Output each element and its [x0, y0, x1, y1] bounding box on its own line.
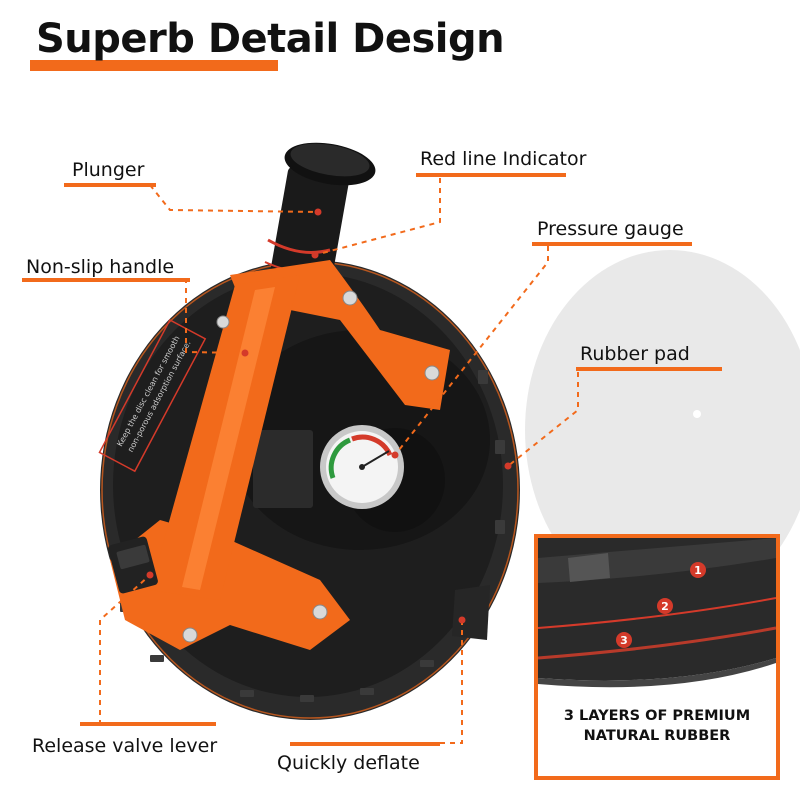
layer-marker-1-label: 1: [694, 564, 702, 577]
inset-caption-line2: NATURAL RUBBER: [583, 728, 731, 744]
page-title: Superb Detail Design: [36, 16, 505, 62]
callout-pressure-gauge-bar: [532, 242, 692, 246]
rubber-layers-inset: 1 2 3 3 LAYERS OF PREMIUM NATURAL RUBBER: [534, 534, 780, 780]
release-valve-lever: [108, 536, 158, 594]
callout-release-valve-lever: Release valve lever: [32, 735, 218, 757]
callout-rubber-pad-bar: [576, 367, 722, 371]
callout-pressure-gauge: Pressure gauge: [537, 218, 684, 240]
layer-marker-3: [616, 632, 632, 648]
red-line: [267, 238, 331, 254]
callout-rubber-pad: Rubber pad: [580, 343, 690, 365]
inset-caption: 3 LAYERS OF PREMIUM NATURAL RUBBER: [538, 706, 776, 746]
layer-marker-3-label: 3: [620, 634, 628, 647]
callout-non-slip-handle-bar: [22, 278, 190, 282]
callout-non-slip-handle: Non-slip handle: [26, 256, 175, 278]
callout-quickly-deflate-bar: [290, 742, 440, 746]
pressure-gauge: [320, 425, 404, 509]
callout-plunger: Plunger: [72, 159, 145, 181]
rubber-pad-shadow: [525, 250, 800, 610]
callout-red-line-indicator-bar: [416, 173, 566, 177]
leader-dots: [146, 208, 512, 624]
disc-ridges: [120, 370, 505, 702]
inset-caption-line1: 3 LAYERS OF PREMIUM: [563, 708, 751, 724]
callout-release-valve-lever-bar: [80, 722, 216, 726]
inner-square: [253, 430, 313, 508]
layer-marker-1: [690, 562, 706, 578]
callout-quickly-deflate: Quickly deflate: [277, 752, 420, 774]
shadow-hole: [693, 410, 701, 418]
layer-marker-2-label: 2: [661, 600, 669, 613]
layer-marker-2: [657, 598, 673, 614]
bolts: [182, 290, 440, 643]
callout-plunger-bar: [64, 183, 156, 187]
rubber-layers-closeup: 1 2 3: [538, 538, 776, 688]
deflate-tab: [452, 585, 490, 640]
callout-red-line-indicator: Red line Indicator: [420, 148, 587, 170]
leader-lines: [99, 178, 579, 744]
